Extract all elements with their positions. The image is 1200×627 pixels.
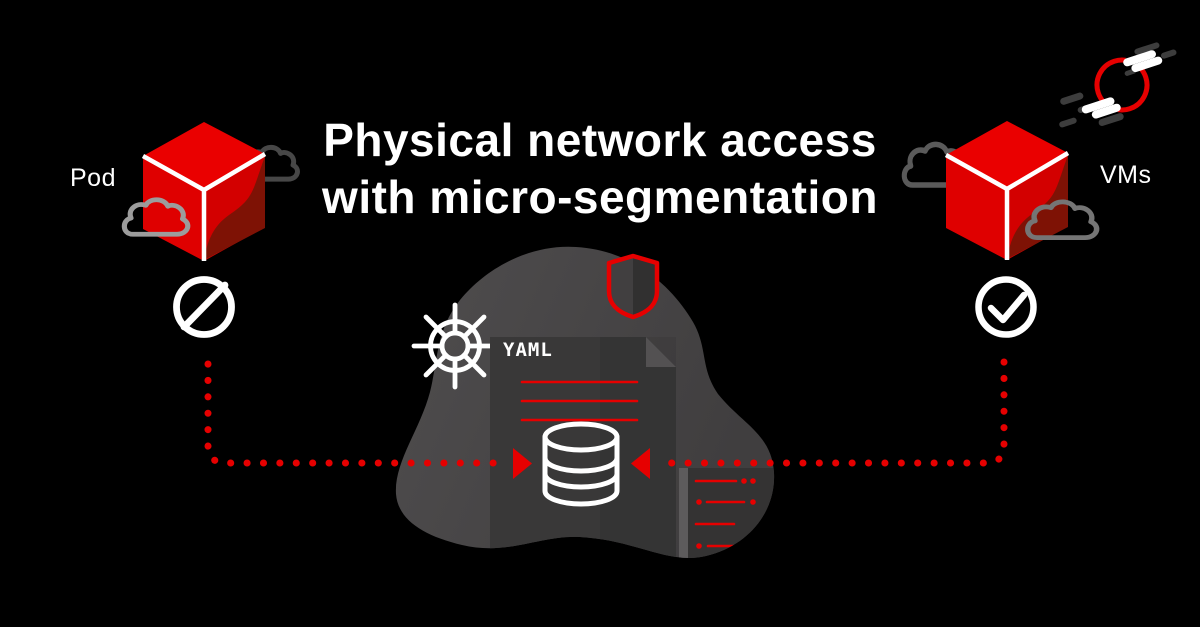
prohibited-circle-icon xyxy=(173,276,235,338)
arrow-left-icon xyxy=(631,448,650,479)
broken-chain-link-icon xyxy=(1059,42,1177,128)
page-title: Physical network access with micro-segme… xyxy=(0,112,1200,226)
document-fold xyxy=(646,337,676,367)
document-lines xyxy=(520,380,639,422)
shield-icon xyxy=(606,253,660,320)
dotted-path-right xyxy=(654,358,1008,467)
title-line-1: Physical network access xyxy=(323,114,877,166)
database-icon xyxy=(542,421,620,507)
ship-wheel-icon xyxy=(411,302,499,390)
arrow-right-icon xyxy=(513,448,532,479)
pod-label: Pod xyxy=(70,164,116,192)
check-circle-icon xyxy=(975,276,1037,338)
dotted-path-left xyxy=(204,360,508,467)
config-lines-icon xyxy=(679,468,775,558)
title-line-2: with micro-segmentation xyxy=(322,171,878,223)
yaml-label: YAML xyxy=(503,339,553,361)
vms-label: VMs xyxy=(1100,161,1152,189)
